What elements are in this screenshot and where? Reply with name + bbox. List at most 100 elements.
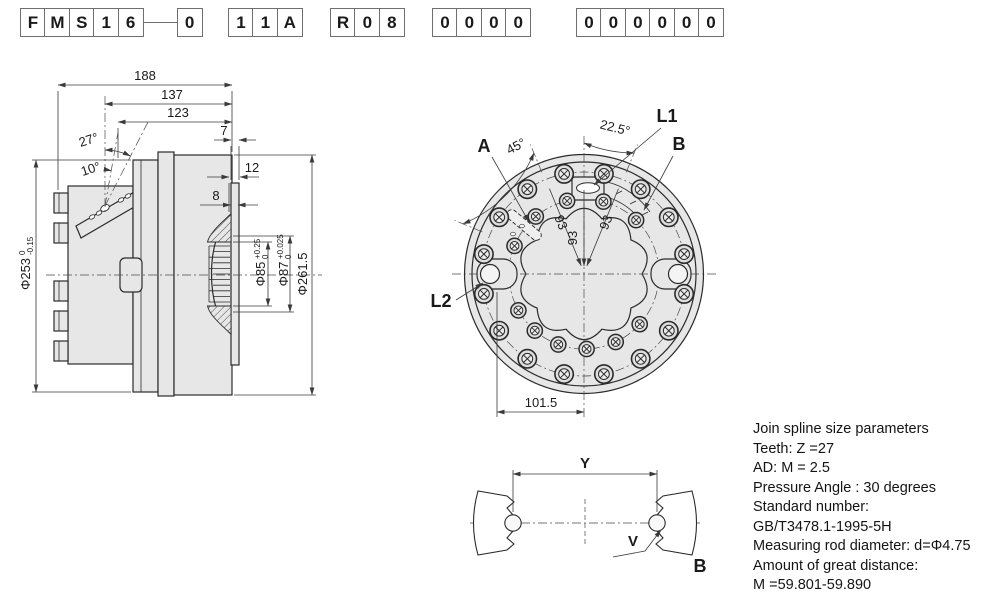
svg-text:101.5: 101.5 — [525, 395, 558, 410]
dim-dia-85: Φ85 +0.25 0 — [233, 238, 272, 307]
dim-dia-261: Φ261.5 — [234, 154, 316, 396]
model-code-cell: 0 — [698, 8, 725, 37]
bolt-icon — [558, 192, 576, 210]
port-plate-holes — [88, 193, 132, 220]
bolt-icon — [489, 207, 510, 228]
spline-param-line: AD: M = 2.5 — [753, 460, 830, 476]
bolt-icon — [517, 179, 538, 200]
svg-text:-0.15: -0.15 — [26, 236, 35, 255]
model-code-cell: 1 — [93, 8, 120, 37]
svg-text:+0.025: +0.025 — [276, 234, 285, 259]
spline-parameters-panel: Join spline size parameters Teeth: Z =27… — [753, 420, 999, 595]
svg-text:8: 8 — [212, 188, 219, 203]
model-code-cell: 0 — [456, 8, 483, 37]
svg-text:93: 93 — [565, 231, 580, 245]
front-view-drawing: 93 93 93 45° 22.5° A L1 — [430, 106, 716, 420]
dim-y: Y — [512, 455, 658, 512]
dim-angles: 27° 10° — [77, 96, 149, 212]
label-a: A — [478, 136, 491, 156]
bolt-icon — [517, 348, 538, 369]
bolt-icon — [630, 179, 651, 200]
svg-text:Φ85: Φ85 — [253, 262, 268, 287]
spline-param-line: Amount of great distance: — [753, 557, 919, 574]
bolt-icon — [554, 163, 575, 184]
svg-text:93: 93 — [596, 213, 615, 232]
svg-text:12: 12 — [245, 160, 259, 175]
bolt-icon — [595, 193, 612, 210]
spline-param-line: M =59.801-59.890 — [753, 577, 872, 593]
dim-8: 8 — [200, 188, 258, 208]
label-v-group: V — [612, 529, 662, 558]
bolt-icon — [578, 340, 595, 358]
bolt-icon — [658, 320, 679, 341]
svg-text:123: 123 — [167, 105, 189, 120]
spline-detail-view: Y V B — [470, 455, 707, 576]
model-code-cell: M — [44, 8, 71, 37]
svg-text:0: 0 — [284, 254, 293, 259]
hub-section-hatch-lower — [206, 305, 232, 336]
svg-text:Φ87: Φ87 — [276, 262, 291, 287]
dim-137: 137 — [104, 87, 233, 107]
model-code-cell: 0 — [505, 8, 532, 37]
spline-param-line: Join spline size parameters — [753, 421, 929, 437]
model-code-group-5: 0 0 0 0 0 0 — [576, 8, 725, 37]
label-v: V — [628, 533, 638, 550]
model-code-cell: A — [276, 8, 303, 37]
model-code-cell: 0 — [673, 8, 700, 37]
port-labels: A L1 B L2 — [430, 106, 685, 311]
spline-param-line: Pressure Angle : 30 degrees — [753, 479, 936, 496]
left-keyhole-lobe — [476, 258, 518, 290]
dim-123: 123 — [117, 105, 233, 158]
bolt-icon — [630, 348, 651, 369]
model-code-cell: 1 — [228, 8, 254, 37]
model-code-cell: 0 — [649, 8, 676, 37]
spline-param-line: GB/T3478.1-1995-5H — [753, 518, 892, 535]
bolt-icon — [549, 336, 567, 353]
spline-segment-right — [655, 490, 697, 556]
model-code-cell: 6 — [117, 8, 144, 37]
svg-text:0: 0 — [18, 250, 27, 255]
svg-text:188: 188 — [134, 68, 156, 83]
svg-text:27°: 27° — [77, 130, 100, 150]
bolt-icon — [510, 302, 527, 319]
bolt-icon — [674, 283, 695, 304]
svg-text:+0.25: +0.25 — [253, 238, 262, 259]
dim-188: 188 — [57, 68, 233, 190]
model-code-cell: 0 — [354, 8, 381, 37]
model-code-cell: F — [20, 8, 46, 37]
dim-dia-253: Φ253 0 -0.15 — [18, 159, 131, 393]
dim-7: 7 — [214, 123, 256, 180]
bolt-icon — [658, 207, 679, 228]
right-keyhole-lobe — [650, 258, 692, 290]
model-code-cell: 8 — [378, 8, 405, 37]
model-code-group-3: R 0 8 — [330, 8, 405, 37]
bolt-icon — [473, 244, 494, 265]
svg-text:22.5°: 22.5° — [598, 117, 631, 139]
spline-segment-left — [473, 490, 515, 556]
rear-bolt-heads — [53, 192, 69, 362]
measuring-rod-left — [504, 514, 522, 532]
model-code-cell: 0 — [600, 8, 627, 37]
label-l1: L1 — [656, 106, 677, 126]
svg-text:0: 0 — [261, 254, 270, 259]
pilot-spigot-ring — [230, 182, 240, 366]
bolt-icon — [631, 315, 649, 333]
bolt-icon — [593, 364, 614, 385]
hub-section-hatch-upper — [206, 212, 232, 243]
bolt-icon — [554, 364, 575, 385]
bolt-icon — [506, 237, 523, 255]
code-connector-line — [142, 8, 178, 37]
model-code-cell: S — [68, 8, 95, 37]
bolt-icon — [674, 244, 695, 265]
dim-dia-87: Φ87 +0.025 0 — [233, 234, 294, 313]
model-code-cell: 0 — [176, 8, 203, 37]
bolt-icon — [526, 322, 544, 339]
svg-text:10°: 10° — [79, 159, 102, 179]
model-code-cell: R — [330, 8, 356, 37]
bolt-icon — [593, 163, 614, 184]
bolt-icon — [489, 320, 510, 341]
model-code-group-4: 0 0 0 0 — [432, 8, 532, 37]
svg-text:45°: 45° — [504, 135, 528, 157]
